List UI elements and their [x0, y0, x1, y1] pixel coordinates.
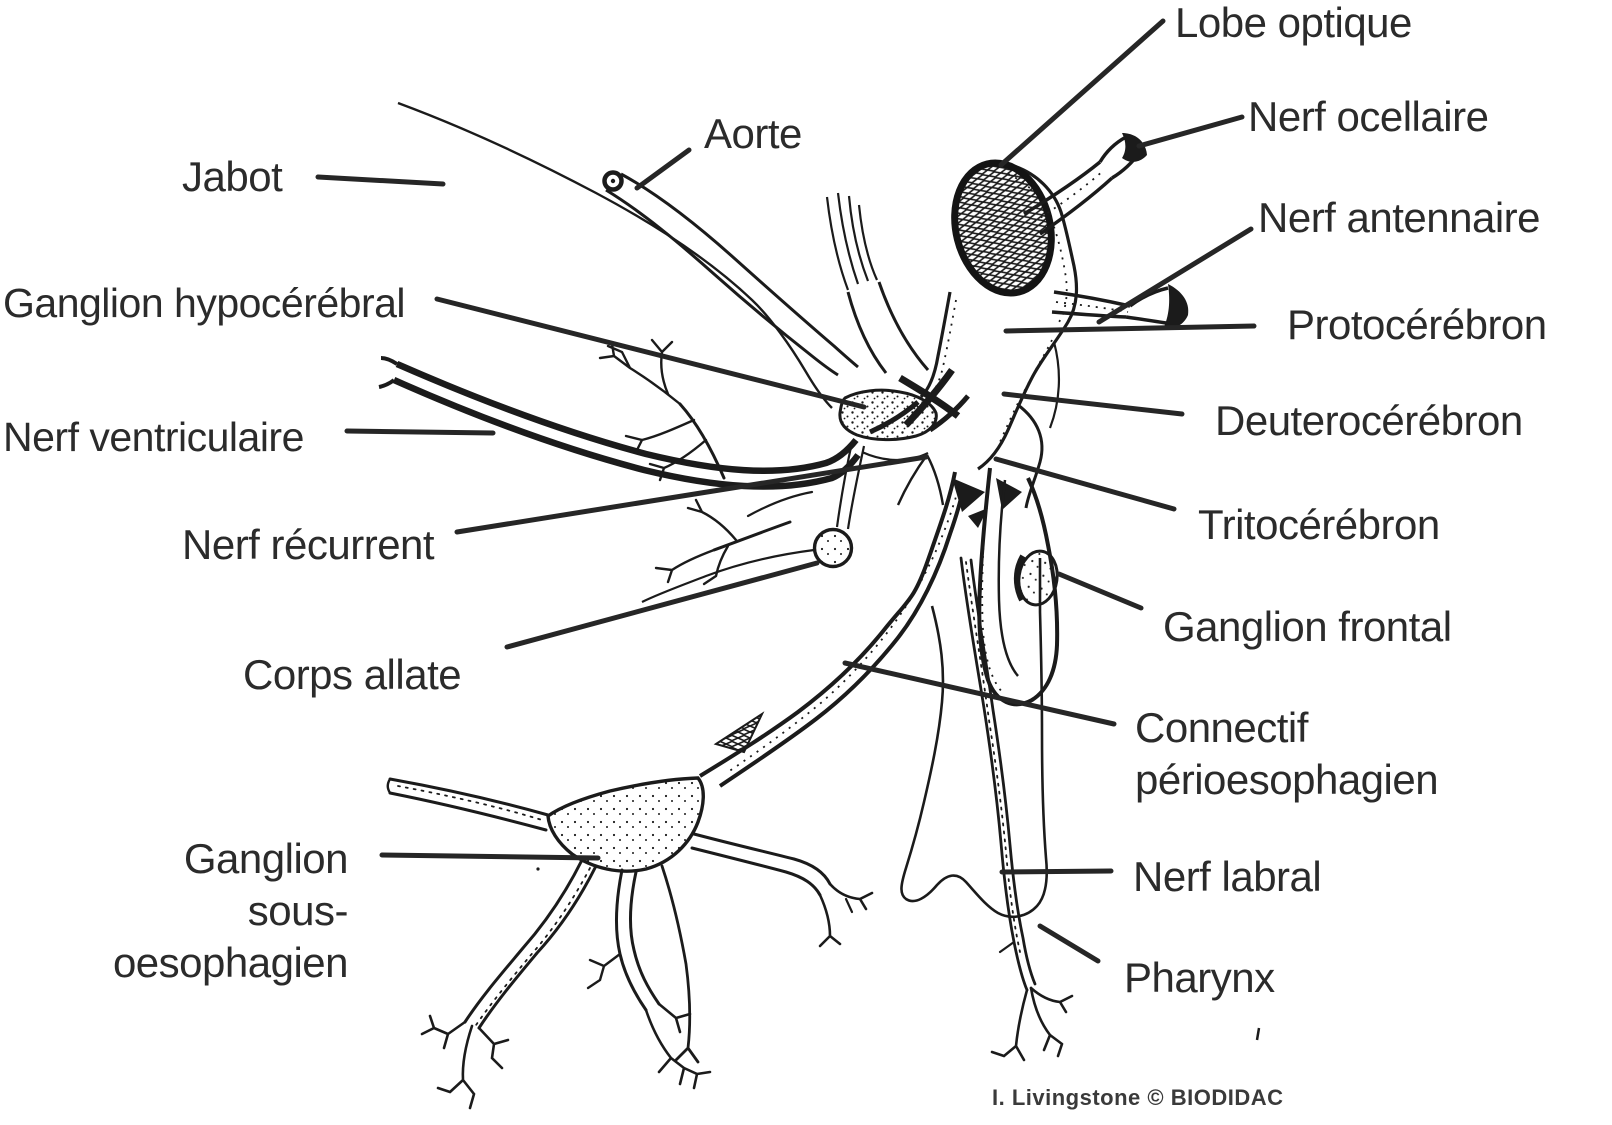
- leader-corps-allate: [504, 560, 820, 650]
- tracheal-trees: [598, 338, 814, 586]
- labral-nerve: [959, 556, 1074, 1062]
- leader-aorte: [634, 147, 692, 191]
- label-nerf-recurrent: Nerf récurrent: [182, 521, 435, 568]
- leader-nerf-recurrent: [454, 454, 929, 535]
- credit-line: I. Livingstone © BIODIDAC: [992, 1085, 1284, 1110]
- leader-jabot: [315, 174, 446, 187]
- brain: [861, 133, 1189, 471]
- leader-protocerebron: [1003, 323, 1257, 334]
- frontal-ganglion: [1013, 549, 1059, 607]
- label-aorte: Aorte: [704, 110, 802, 157]
- circumoesophageal-connectives: [698, 471, 1022, 788]
- leader-deuterocerebron: [1001, 391, 1185, 417]
- label-corps-allate: Corps allate: [243, 651, 462, 698]
- leader-ganglion-hypocerebral: [434, 296, 867, 410]
- label-connectif-line2: périoesophagien: [1135, 756, 1439, 803]
- leader-lobe-optique: [998, 18, 1166, 168]
- label-jabot: Jabot: [182, 153, 283, 200]
- label-ganglion-frontal: Ganglion frontal: [1163, 603, 1452, 650]
- leader-lines: [315, 18, 1257, 964]
- hypocerebral-ganglion: [838, 388, 938, 442]
- leader-pharynx: [1037, 923, 1101, 964]
- jabot-outline: [397, 101, 833, 409]
- oesophageal-loop: [977, 341, 1061, 707]
- leader-nerf-labral: [999, 868, 1114, 875]
- label-ganglion-hypocerebral: Ganglion hypocérébral: [3, 280, 406, 326]
- pharynx-outline: [900, 558, 1049, 919]
- label-ganglion-sous-oesophagien: Ganglion sous-oesophagien: [43, 833, 349, 989]
- leader-ganglion-sous-oesophagien: [379, 852, 601, 861]
- label-tritocerebron: Tritocérébron: [1198, 501, 1440, 548]
- leader-connectif: [842, 660, 1117, 727]
- aorta: [602, 170, 859, 377]
- label-ganglion-sous-line1: Ganglion: [183, 835, 349, 882]
- label-nerf-antennaire: Nerf antennaire: [1258, 194, 1541, 241]
- leader-ganglion-frontal: [1056, 571, 1144, 611]
- suboesophageal-ganglion: [386, 776, 874, 1110]
- label-pharynx: Pharynx: [1124, 954, 1275, 1001]
- leader-nerf-antennaire: [1096, 226, 1254, 325]
- label-protocerebron: Protocérébron: [1287, 301, 1547, 348]
- leader-nerf-ocellaire: [1136, 114, 1245, 149]
- ventricular-nerve: [378, 356, 861, 490]
- recurrent-nerve: [835, 441, 945, 530]
- antennal-nerve: [1051, 284, 1189, 328]
- leader-nerf-ventriculaire: [344, 428, 496, 436]
- label-connectif-perioesophagien: Connectif périoesophagien: [1135, 702, 1439, 806]
- label-deuterocerebron: Deuterocérébron: [1215, 397, 1523, 444]
- ocellar-nerve: [1023, 133, 1147, 236]
- label-nerf-ventriculaire: Nerf ventriculaire: [3, 414, 304, 460]
- label-ganglion-sous-line2: sous-oesophagien: [112, 887, 349, 986]
- scan-specks: [536, 867, 1261, 1041]
- leader-tritocerebron: [993, 456, 1177, 512]
- label-nerf-labral: Nerf labral: [1133, 853, 1322, 900]
- label-nerf-ocellaire: Nerf ocellaire: [1248, 93, 1489, 140]
- label-lobe-optique: Lobe optique: [1175, 0, 1412, 46]
- label-connectif-line1: Connectif: [1135, 704, 1308, 751]
- optic-lobe: [951, 159, 1055, 297]
- aorta-bundle: [825, 192, 930, 374]
- corps-allate: [641, 527, 854, 603]
